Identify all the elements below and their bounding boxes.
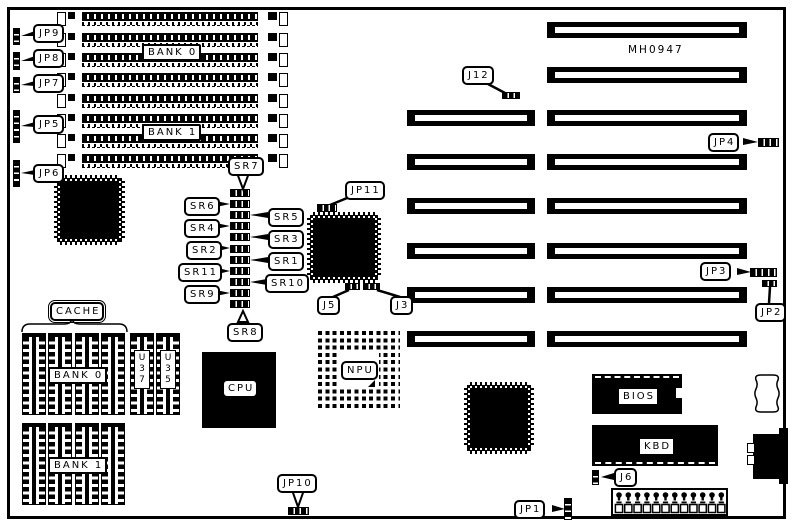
isa-slot-long <box>547 22 747 38</box>
simm-row <box>57 114 288 128</box>
sr-block <box>230 266 250 275</box>
j5-jumper <box>345 283 360 290</box>
sr1-label: SR1 <box>268 252 304 271</box>
jp10-label: JP10 <box>277 474 317 493</box>
sr-block <box>230 300 250 308</box>
board-outline <box>7 7 786 519</box>
jp3-label: JP3 <box>700 262 732 281</box>
isa-slot-long <box>547 67 747 83</box>
cache-dip-socket <box>101 333 125 415</box>
sr-block <box>230 255 250 264</box>
simm-row <box>57 94 288 108</box>
cache-bank1-label: BANK 1 <box>48 457 108 474</box>
isa-slot-long <box>547 331 747 347</box>
sr11-label: SR11 <box>178 263 223 282</box>
j12-jumper <box>502 92 520 99</box>
j12-label: J12 <box>462 66 494 85</box>
jp2-label: JP2 <box>755 303 787 322</box>
kbd-label: KBD <box>638 437 676 456</box>
sr-block <box>230 189 250 197</box>
simm-row <box>57 134 288 148</box>
jp1-label: JP1 <box>514 500 546 519</box>
simm-row <box>57 73 288 87</box>
isa-slot-long <box>547 110 747 126</box>
j6-jumper <box>592 470 599 485</box>
isa-slot-short <box>407 287 535 303</box>
jp6-jumper <box>13 160 20 187</box>
bios-notch <box>676 388 684 398</box>
isa-slot-long <box>547 287 747 303</box>
jp2-jumper <box>762 280 777 287</box>
simm-bank0-label: BANK 0 <box>142 44 202 61</box>
jp9-jumper <box>13 28 20 45</box>
sr-block <box>230 288 250 297</box>
sr9-label: SR9 <box>184 285 220 304</box>
sr5-label: SR5 <box>268 208 304 227</box>
isa-slot-long <box>547 154 747 170</box>
sr8-label: SR8 <box>227 323 263 342</box>
isa-slot-short <box>407 110 535 126</box>
j3-jumper <box>363 283 380 290</box>
jp4-label: JP4 <box>708 133 740 152</box>
jp8-jumper <box>13 52 20 70</box>
sr2-label: SR2 <box>186 241 222 260</box>
jp7-label: JP7 <box>33 74 65 93</box>
din-tab-1 <box>747 443 755 453</box>
simm-row <box>57 33 288 47</box>
jp8-label: JP8 <box>33 49 65 68</box>
bios-label: BIOS <box>617 387 660 406</box>
cache-dip-socket <box>22 333 46 415</box>
sr7-label: SR7 <box>228 157 264 176</box>
sr3-label: SR3 <box>268 230 304 249</box>
jp4-jumper <box>758 138 779 147</box>
j5-label: J5 <box>317 296 341 315</box>
isa-slot-short <box>407 243 535 259</box>
chipset-qfp-1 <box>54 175 125 245</box>
chipset-qfp-3 <box>464 382 534 454</box>
j6-label: J6 <box>614 468 638 487</box>
jp9-label: JP9 <box>33 24 65 43</box>
sr-block <box>230 244 250 253</box>
keyboard-din-connector-body <box>779 428 788 484</box>
jp7-jumper <box>13 77 20 93</box>
sr6-label: SR6 <box>184 197 220 216</box>
sr-block <box>230 200 250 209</box>
jp5-jumper <box>13 110 20 143</box>
cpu-label: CPU <box>222 379 259 398</box>
sr-block <box>230 222 250 231</box>
jp11-label: JP11 <box>345 181 385 200</box>
part-number: MH0947 <box>628 44 684 56</box>
simm-row <box>57 154 288 168</box>
sr10-label: SR10 <box>265 274 310 293</box>
isa-slot-short <box>407 198 535 214</box>
jp6-label: JP6 <box>33 164 65 183</box>
isa-slot-long <box>547 198 747 214</box>
jp5-label: JP5 <box>33 115 65 134</box>
u35-label: U35 <box>160 350 176 389</box>
isa-slot-long <box>547 243 747 259</box>
isa-slot-short <box>407 154 535 170</box>
cache-bank0-label: BANK 0 <box>48 367 108 384</box>
simm-row <box>57 12 288 26</box>
npu-label: NPU <box>341 361 378 380</box>
cache-label: CACHE <box>47 300 107 323</box>
crystal-outline <box>754 374 780 413</box>
isa-slot-short <box>407 331 535 347</box>
jp3-jumper <box>750 268 777 277</box>
sr4-label: SR4 <box>184 219 220 238</box>
u37-label: U37 <box>134 350 150 389</box>
jp11-jumper <box>317 204 337 212</box>
sr-block <box>230 233 250 242</box>
chipset-qfp-2 <box>307 212 381 283</box>
keyboard-din-connector <box>753 434 783 479</box>
simm-bank1-label: BANK 1 <box>142 124 202 141</box>
sr-block <box>230 277 250 286</box>
sr-block <box>230 211 250 220</box>
power-connector <box>611 488 728 516</box>
cache-dip-socket <box>22 423 46 505</box>
j3-label: J3 <box>390 296 414 315</box>
din-tab-2 <box>747 455 755 465</box>
